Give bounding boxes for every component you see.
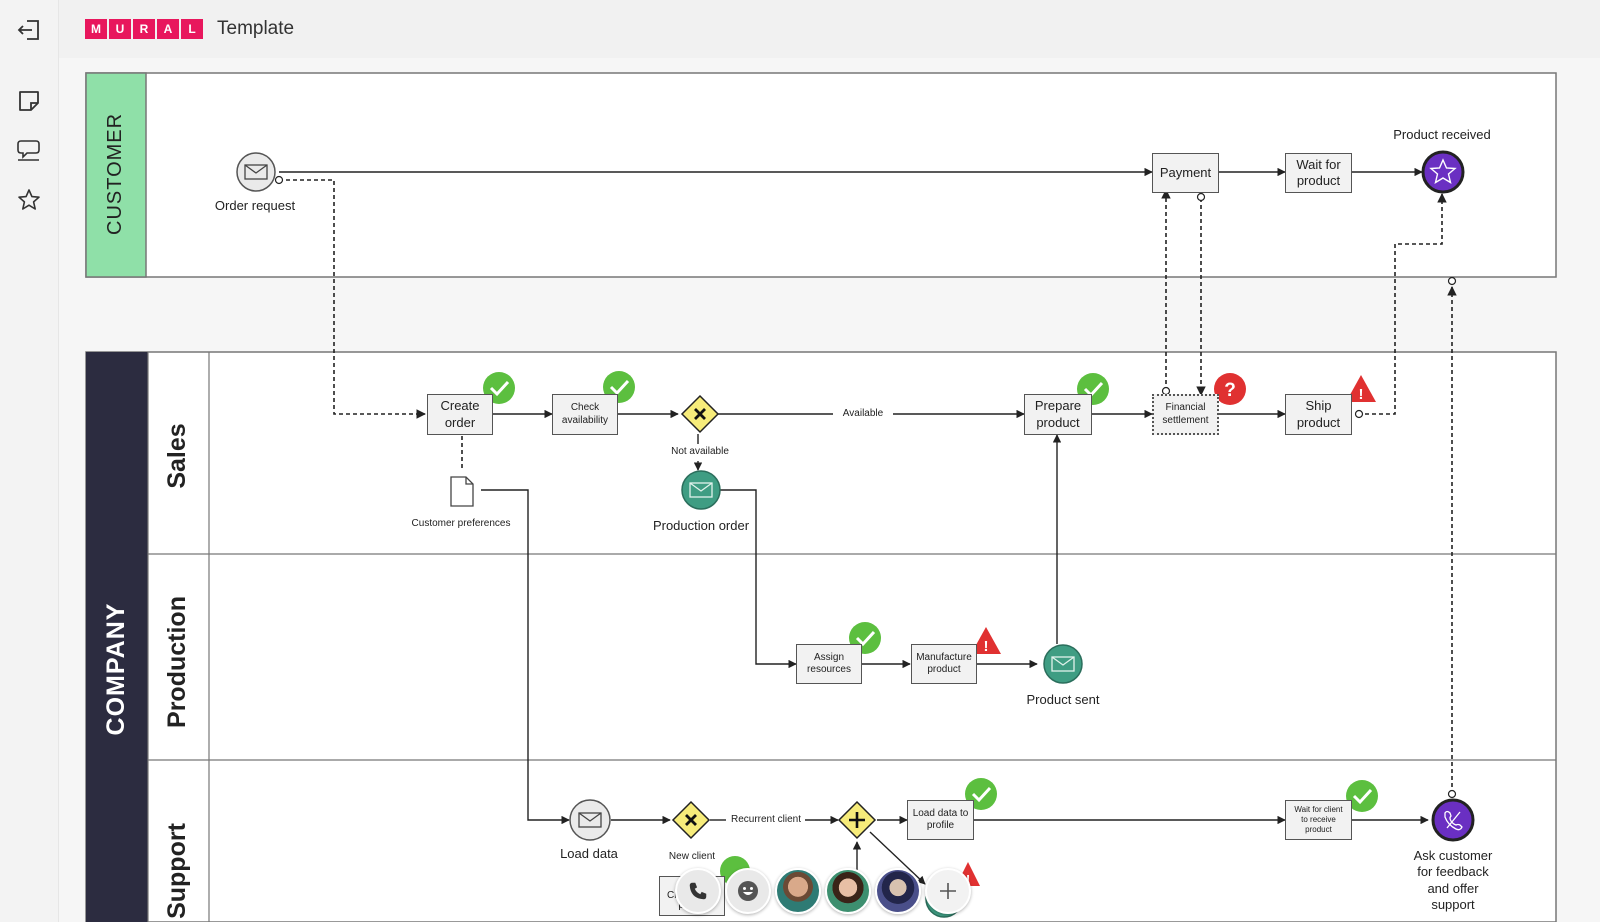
lane-label-support: Support — [163, 823, 191, 919]
avatar[interactable] — [875, 868, 921, 914]
customer-preferences-document[interactable] — [450, 476, 474, 507]
task-load-data-to-profile-label: Load data to profile — [912, 807, 969, 832]
star-icon — [18, 189, 40, 210]
order-request-start-event[interactable] — [236, 152, 276, 192]
task-create-new-profile-label-a: Cr — [667, 889, 678, 901]
mural-logo[interactable]: M U R A L — [85, 19, 203, 39]
not-available-flow-label: Not available — [669, 446, 731, 459]
task-wait-for-product-label: Wait for product — [1296, 156, 1341, 188]
company-pool-label: COMPANY — [102, 602, 130, 736]
task-wait-for-client[interactable]: Wait for client to receive product — [1285, 800, 1352, 840]
ask-customer-label: Ask customer for feedback and offer supp… — [1413, 848, 1493, 912]
exit-button[interactable] — [14, 15, 44, 45]
task-manufacture-product[interactable]: Manufacture product — [911, 644, 977, 684]
product-received-end-event[interactable] — [1421, 150, 1465, 194]
product-sent-label: Product sent — [1026, 692, 1100, 707]
task-wait-for-client-label: Wait for client to receive product — [1294, 805, 1343, 834]
logo-letter: U — [109, 19, 131, 39]
comment-icon — [17, 140, 40, 161]
svg-text:!: ! — [1359, 386, 1364, 403]
collaboration-toolbar — [675, 868, 975, 916]
check-badge — [1346, 780, 1378, 812]
task-payment-label: Payment — [1159, 164, 1212, 180]
parallel-gateway[interactable] — [837, 800, 877, 840]
new-client-flow-label: New client — [666, 851, 718, 864]
emoji-icon — [738, 881, 758, 901]
comment-button[interactable] — [14, 136, 44, 166]
lane-label-production: Production — [163, 596, 191, 728]
customer-preferences-label: Customer preferences — [411, 518, 511, 529]
task-ship-product[interactable]: Ship product — [1285, 394, 1352, 435]
load-data-label: Load data — [560, 846, 618, 861]
task-prepare-product-label: Prepare product — [1034, 398, 1082, 430]
ask-customer-end-event[interactable] — [1431, 798, 1475, 842]
task-check-availability[interactable]: Check availability — [552, 394, 618, 435]
task-assign-resources[interactable]: Assign resources — [796, 644, 862, 684]
product-received-label: Product received — [1393, 127, 1491, 142]
phone-icon — [689, 882, 707, 900]
task-check-availability-label: Check availability — [561, 402, 609, 426]
production-order-label: Production order — [652, 518, 750, 533]
favorites-button[interactable] — [14, 185, 44, 215]
logo-letter: A — [157, 19, 179, 39]
task-financial-settlement-label: Financial settlement — [1162, 402, 1209, 426]
available-flow-label: Available — [836, 408, 890, 421]
svg-text:!: ! — [984, 638, 989, 655]
product-sent-event[interactable] — [1043, 644, 1083, 684]
task-manufacture-product-label: Manufacture product — [916, 651, 972, 676]
sticky-note-icon — [19, 91, 39, 111]
task-payment[interactable]: Payment — [1152, 153, 1219, 193]
order-request-label: Order request — [214, 198, 296, 213]
sticky-note-button[interactable] — [14, 86, 44, 116]
logo-letter: M — [85, 19, 107, 39]
recurrent-client-flow-label: Recurrent client — [726, 814, 806, 827]
task-ship-product-label: Ship product — [1296, 398, 1341, 430]
task-wait-for-product[interactable]: Wait for product — [1285, 153, 1352, 193]
customer-pool-header — [85, 72, 147, 278]
lane-label-sales: Sales — [163, 423, 191, 489]
availability-gateway[interactable] — [680, 394, 720, 434]
svg-text:?: ? — [1224, 380, 1236, 401]
top-bar: M U R A L Template — [59, 0, 1600, 58]
task-financial-settlement[interactable]: Financial settlement — [1152, 394, 1219, 435]
logo-letter: L — [181, 19, 203, 39]
company-pool-header — [86, 352, 148, 922]
client-type-gateway[interactable] — [671, 800, 711, 840]
task-create-order-label: Create order — [440, 398, 480, 430]
production-order-event[interactable] — [681, 470, 721, 510]
task-load-data-to-profile[interactable]: Load data to profile — [907, 800, 974, 840]
emoji-button[interactable] — [725, 868, 771, 914]
warning-badge: ! — [971, 627, 1001, 655]
task-prepare-product[interactable]: Prepare product — [1024, 394, 1092, 435]
exit-icon — [17, 20, 39, 40]
avatar[interactable] — [825, 868, 871, 914]
task-create-order[interactable]: Create order — [427, 394, 493, 435]
warning-badge: ! — [1346, 375, 1376, 403]
task-assign-resources-label: Assign resources — [807, 651, 851, 676]
question-badge: ? — [1214, 373, 1246, 405]
customer-pool-label: CUSTOMER — [104, 112, 126, 235]
logo-letter: R — [133, 19, 155, 39]
plus-icon — [940, 883, 956, 899]
document-title[interactable]: Template — [217, 18, 295, 39]
add-participant-button[interactable] — [925, 868, 971, 914]
load-data-event[interactable] — [569, 799, 611, 841]
call-button[interactable] — [675, 868, 721, 914]
avatar[interactable] — [775, 868, 821, 914]
left-sidebar — [0, 0, 59, 922]
